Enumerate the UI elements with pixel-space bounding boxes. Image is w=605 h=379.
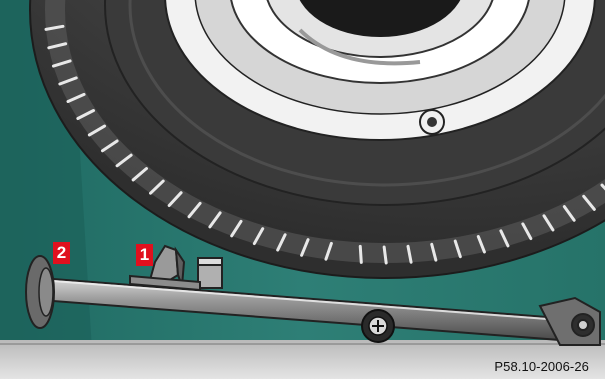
valve-stem — [420, 110, 444, 134]
tread-mark — [360, 246, 361, 262]
rail-roller — [362, 310, 394, 342]
tread-mark — [384, 247, 386, 263]
callout-label-2: 2 — [53, 242, 70, 264]
callout-label-1: 1 — [136, 244, 153, 266]
figure-reference-code: P58.10-2006-26 — [494, 359, 589, 374]
rail-end-plate — [26, 256, 54, 328]
